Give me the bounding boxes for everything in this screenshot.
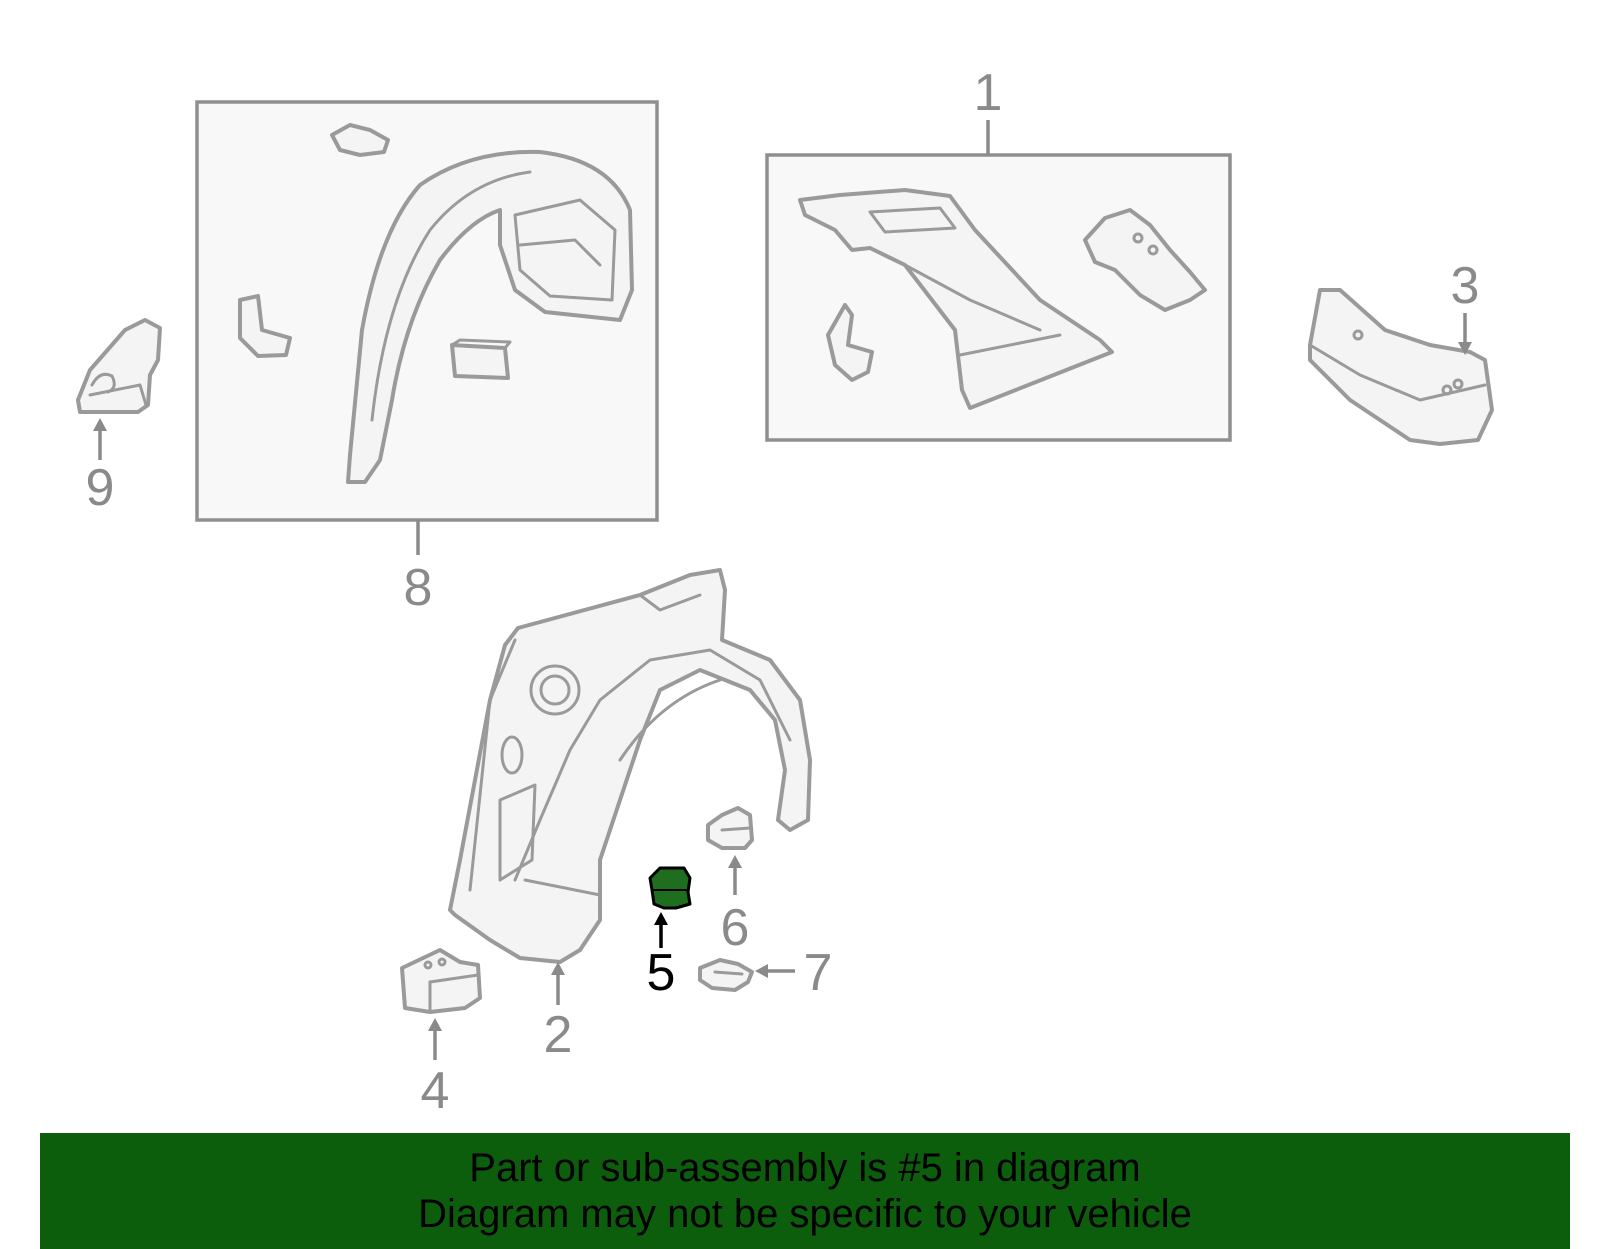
clip-8c[interactable] [450, 338, 512, 380]
banner-line-1: Part or sub-assembly is #5 in diagram [469, 1146, 1141, 1190]
arrowhead-7 [755, 964, 768, 978]
callout-2: 2 [544, 1006, 573, 1064]
part-1-floor-side-rail[interactable] [798, 188, 1114, 410]
arrowhead-3 [1458, 342, 1472, 355]
arrowhead-2 [551, 962, 565, 975]
callout-6: 6 [721, 899, 750, 957]
arrowhead-5 [654, 912, 668, 925]
clip-8a[interactable] [330, 123, 390, 157]
callout-5: 5 [647, 944, 676, 1002]
part-8-wheelhouse-outer[interactable] [346, 149, 634, 484]
part-4-bracket[interactable] [400, 948, 482, 1014]
part-5-clip-highlighted[interactable] [648, 866, 692, 910]
callout-4: 4 [421, 1062, 450, 1120]
clip-8b[interactable] [238, 294, 292, 358]
arrowhead-4 [428, 1018, 442, 1031]
info-banner: Part or sub-assembly is #5 in diagram Di… [40, 1133, 1570, 1249]
callout-3: 3 [1451, 257, 1480, 315]
bracket-1a[interactable] [1083, 208, 1207, 312]
callout-7: 7 [804, 944, 833, 1002]
bracket-1b[interactable] [826, 303, 874, 382]
part-7-clip[interactable] [698, 958, 754, 992]
part-9-bracket[interactable] [76, 318, 162, 414]
arrowhead-6 [728, 855, 742, 868]
banner-line-2: Diagram may not be specific to your vehi… [418, 1192, 1192, 1236]
callout-1: 1 [974, 64, 1003, 122]
part-6-clip[interactable] [706, 806, 754, 850]
callout-9: 9 [86, 459, 115, 517]
callout-8: 8 [404, 559, 433, 617]
part-2-wheelhouse-inner[interactable] [448, 568, 812, 964]
part-3-extension[interactable] [1308, 288, 1494, 446]
arrowhead-9 [93, 418, 107, 431]
